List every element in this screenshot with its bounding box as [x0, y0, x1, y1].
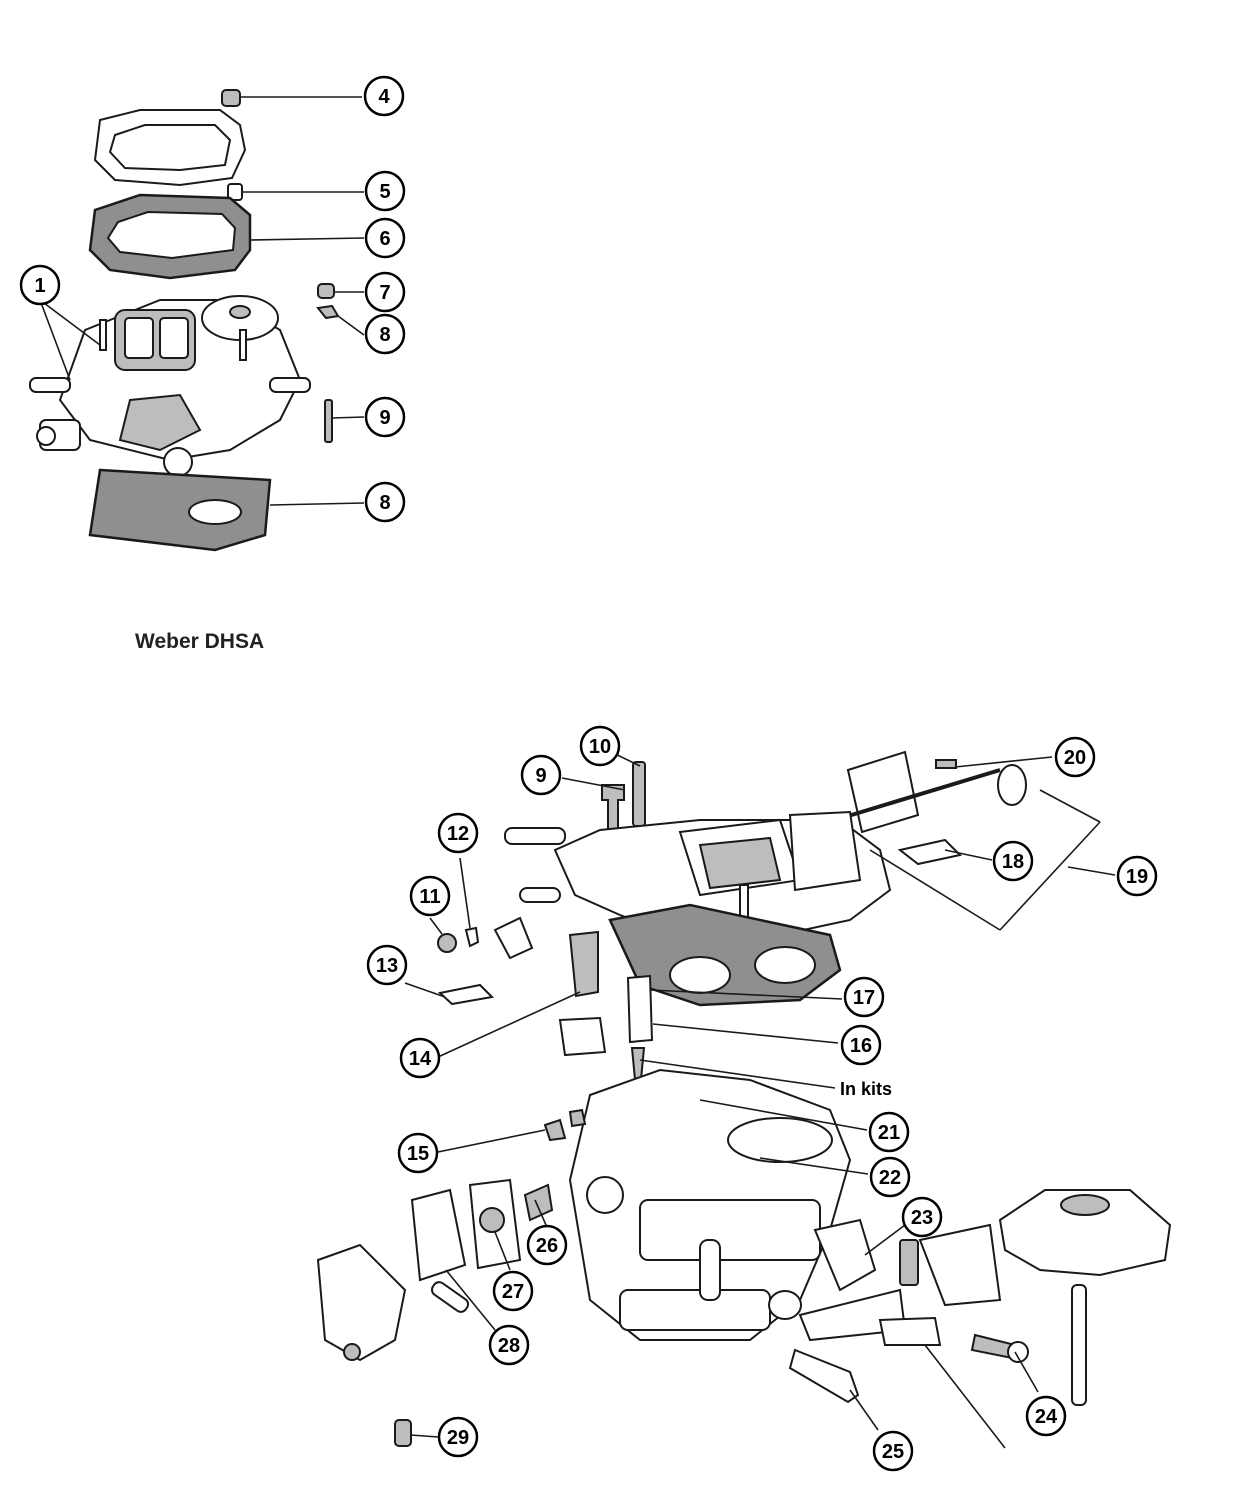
- part-clip-12: [464, 926, 480, 948]
- callout-14: 14: [399, 1037, 441, 1079]
- svg-text:8: 8: [379, 492, 390, 514]
- svg-text:17: 17: [853, 987, 875, 1009]
- svg-text:4: 4: [378, 86, 390, 108]
- callout-19: 19: [1116, 855, 1158, 897]
- part-choke-flap: [846, 750, 920, 834]
- part-nut-4: [221, 89, 241, 107]
- part-carburettor-cover: [504, 810, 892, 940]
- callout-11: 11: [409, 875, 451, 917]
- part-jet-29: [394, 1419, 412, 1447]
- svg-text:23: 23: [911, 1207, 933, 1229]
- callout-1: 1: [19, 264, 61, 306]
- callout-8-upper: 8: [364, 313, 406, 355]
- callout-29: 29: [437, 1416, 479, 1458]
- svg-text:6: 6: [379, 228, 390, 250]
- part-screw-9: [601, 784, 625, 831]
- svg-text:22: 22: [879, 1167, 901, 1189]
- callout-21: 21: [868, 1111, 910, 1153]
- top-assembly: [29, 89, 365, 552]
- svg-text:1: 1: [34, 275, 45, 297]
- callout-8-base: 8: [364, 481, 406, 523]
- part-base-gasket-8: [88, 468, 272, 552]
- in-kits-label: In kits: [840, 1079, 893, 1099]
- callout-6: 6: [364, 217, 406, 259]
- part-stud-10: [632, 761, 646, 827]
- part-screw-20: [935, 759, 957, 769]
- part-bracket: [918, 1223, 1002, 1307]
- svg-text:8: 8: [379, 324, 390, 346]
- part-nut-11: [437, 933, 457, 953]
- part-plate-13: [437, 983, 495, 1006]
- svg-text:29: 29: [447, 1427, 469, 1449]
- callout-15: 15: [397, 1132, 439, 1174]
- callouts: 1 4 5 6 7 8 9 8 9 10 11 12 13 14 15 16 1…: [19, 75, 1158, 1472]
- svg-text:7: 7: [379, 282, 390, 304]
- callout-26: 26: [526, 1224, 568, 1266]
- svg-text:25: 25: [882, 1441, 904, 1463]
- callout-7: 7: [364, 271, 406, 313]
- callout-5: 5: [364, 170, 406, 212]
- part-spring-26: [523, 1183, 554, 1222]
- bottom-assembly: [316, 747, 1172, 1449]
- svg-text:16: 16: [850, 1035, 872, 1057]
- callout-28: 28: [488, 1324, 530, 1366]
- callout-13: 13: [366, 944, 408, 986]
- callout-22: 22: [869, 1156, 911, 1198]
- part-carburettor-body: [568, 1068, 852, 1341]
- svg-text:20: 20: [1064, 747, 1086, 769]
- part-cam-plate: [493, 916, 534, 960]
- callout-16: 16: [840, 1024, 882, 1066]
- svg-text:24: 24: [1035, 1406, 1058, 1428]
- callout-20: 20: [1054, 736, 1096, 778]
- svg-text:9: 9: [379, 407, 390, 429]
- part-pump-cover-28: [410, 1188, 467, 1282]
- callout-27: 27: [492, 1270, 534, 1312]
- svg-text:9: 9: [535, 765, 546, 787]
- svg-text:5: 5: [379, 181, 390, 203]
- callout-17: 17: [843, 976, 885, 1018]
- part-filter-14: [568, 930, 599, 998]
- callout-9-upper: 9: [364, 396, 406, 438]
- svg-text:21: 21: [878, 1122, 900, 1144]
- part-washer-8: [316, 304, 340, 320]
- part-plate-18: [897, 838, 963, 866]
- svg-text:18: 18: [1002, 851, 1024, 873]
- svg-text:26: 26: [536, 1235, 558, 1257]
- svg-text:13: 13: [376, 955, 398, 977]
- svg-text:14: 14: [409, 1048, 432, 1070]
- callout-23: 23: [901, 1196, 943, 1238]
- callout-9-lower: 9: [520, 754, 562, 796]
- part-auxiliary-pump: [316, 1243, 407, 1362]
- svg-text:28: 28: [498, 1335, 520, 1357]
- diagram-caption: Weber DHSA: [135, 630, 265, 653]
- part-needle-valve-16: [626, 974, 654, 1044]
- part-stud-9: [324, 399, 333, 443]
- svg-text:10: 10: [589, 736, 611, 758]
- callout-4: 4: [363, 75, 405, 117]
- svg-text:19: 19: [1126, 866, 1148, 888]
- callout-24: 24: [1025, 1395, 1067, 1437]
- svg-text:15: 15: [407, 1143, 429, 1165]
- svg-text:27: 27: [502, 1281, 524, 1303]
- callout-25: 25: [872, 1430, 914, 1472]
- svg-text:12: 12: [447, 823, 469, 845]
- part-vacuum-diaphragm: [998, 1189, 1172, 1406]
- part-carburettor-top: [29, 295, 311, 477]
- part-jet-15: [543, 1118, 567, 1142]
- part-nut-7: [317, 283, 335, 299]
- callout-12: 12: [437, 812, 479, 854]
- svg-text:11: 11: [419, 886, 440, 908]
- part-fitting: [558, 1016, 607, 1057]
- callout-18: 18: [992, 840, 1034, 882]
- part-lever-25: [788, 1348, 860, 1404]
- part-plate-23: [813, 1218, 877, 1292]
- callout-10: 10: [579, 725, 621, 767]
